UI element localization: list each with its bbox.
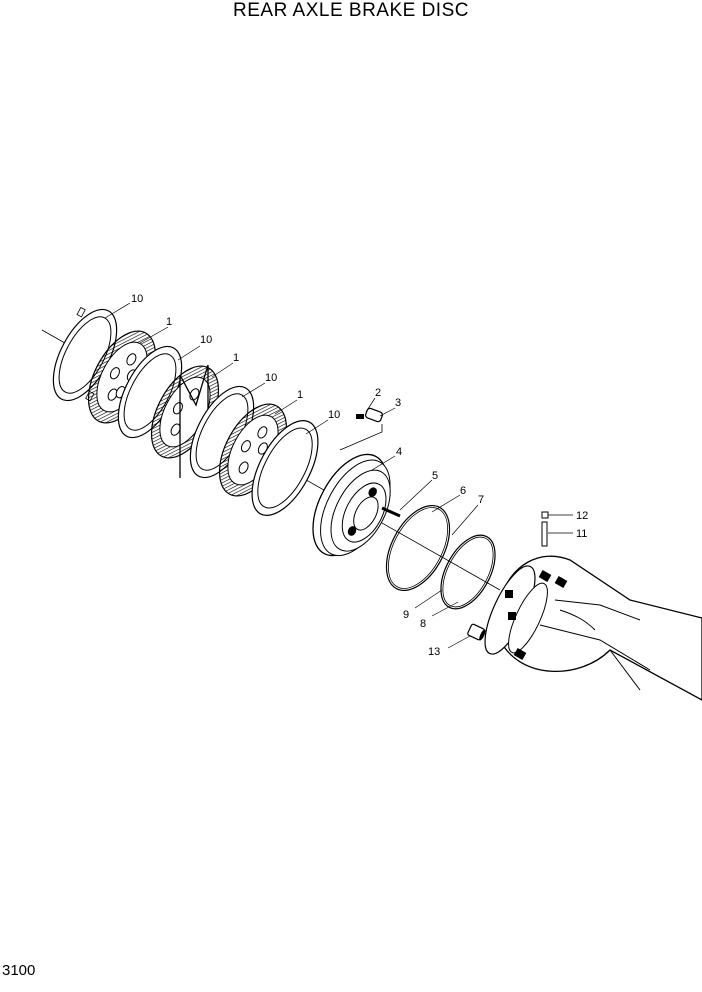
spacer-leader [339, 424, 383, 451]
page-number: 3100 [2, 962, 36, 979]
callout-8: 8 [420, 618, 426, 630]
spacer-3 [365, 407, 383, 423]
callout-10: 10 [200, 334, 212, 346]
screw-5 [381, 506, 401, 518]
callout-7: 7 [478, 494, 484, 506]
callout-9: 9 [403, 609, 409, 621]
callout-1: 1 [297, 389, 303, 401]
separator-plate-10b [117, 345, 183, 439]
callout-6: 6 [460, 485, 466, 497]
axle-housing [484, 555, 702, 701]
callout-4: 4 [396, 446, 402, 458]
piston-housing-4 [312, 453, 391, 557]
callout-2: 2 [375, 387, 381, 399]
bolt-2 [356, 414, 364, 419]
separator-plate-10d [251, 420, 319, 516]
o-ring-7 [440, 534, 496, 610]
callout-10: 10 [265, 372, 277, 384]
callout-10: 10 [328, 409, 340, 421]
bleeder-cap-12 [541, 511, 549, 519]
bleeder-screw-11 [541, 521, 548, 547]
callout-10: 10 [131, 293, 143, 305]
break-mark [179, 364, 209, 478]
callout-5: 5 [432, 470, 438, 482]
o-ring-8 [442, 536, 494, 608]
callout-3: 3 [395, 397, 401, 409]
plug-13 [467, 623, 486, 641]
callout-11: 11 [576, 528, 587, 540]
callout-1: 1 [166, 316, 172, 328]
callout-13: 13 [428, 646, 440, 658]
page-title: REAR AXLE BRAKE DISC [233, 0, 469, 21]
callout-1: 1 [233, 352, 239, 364]
o-ring-9 [388, 507, 448, 589]
callout-12: 12 [576, 510, 588, 522]
